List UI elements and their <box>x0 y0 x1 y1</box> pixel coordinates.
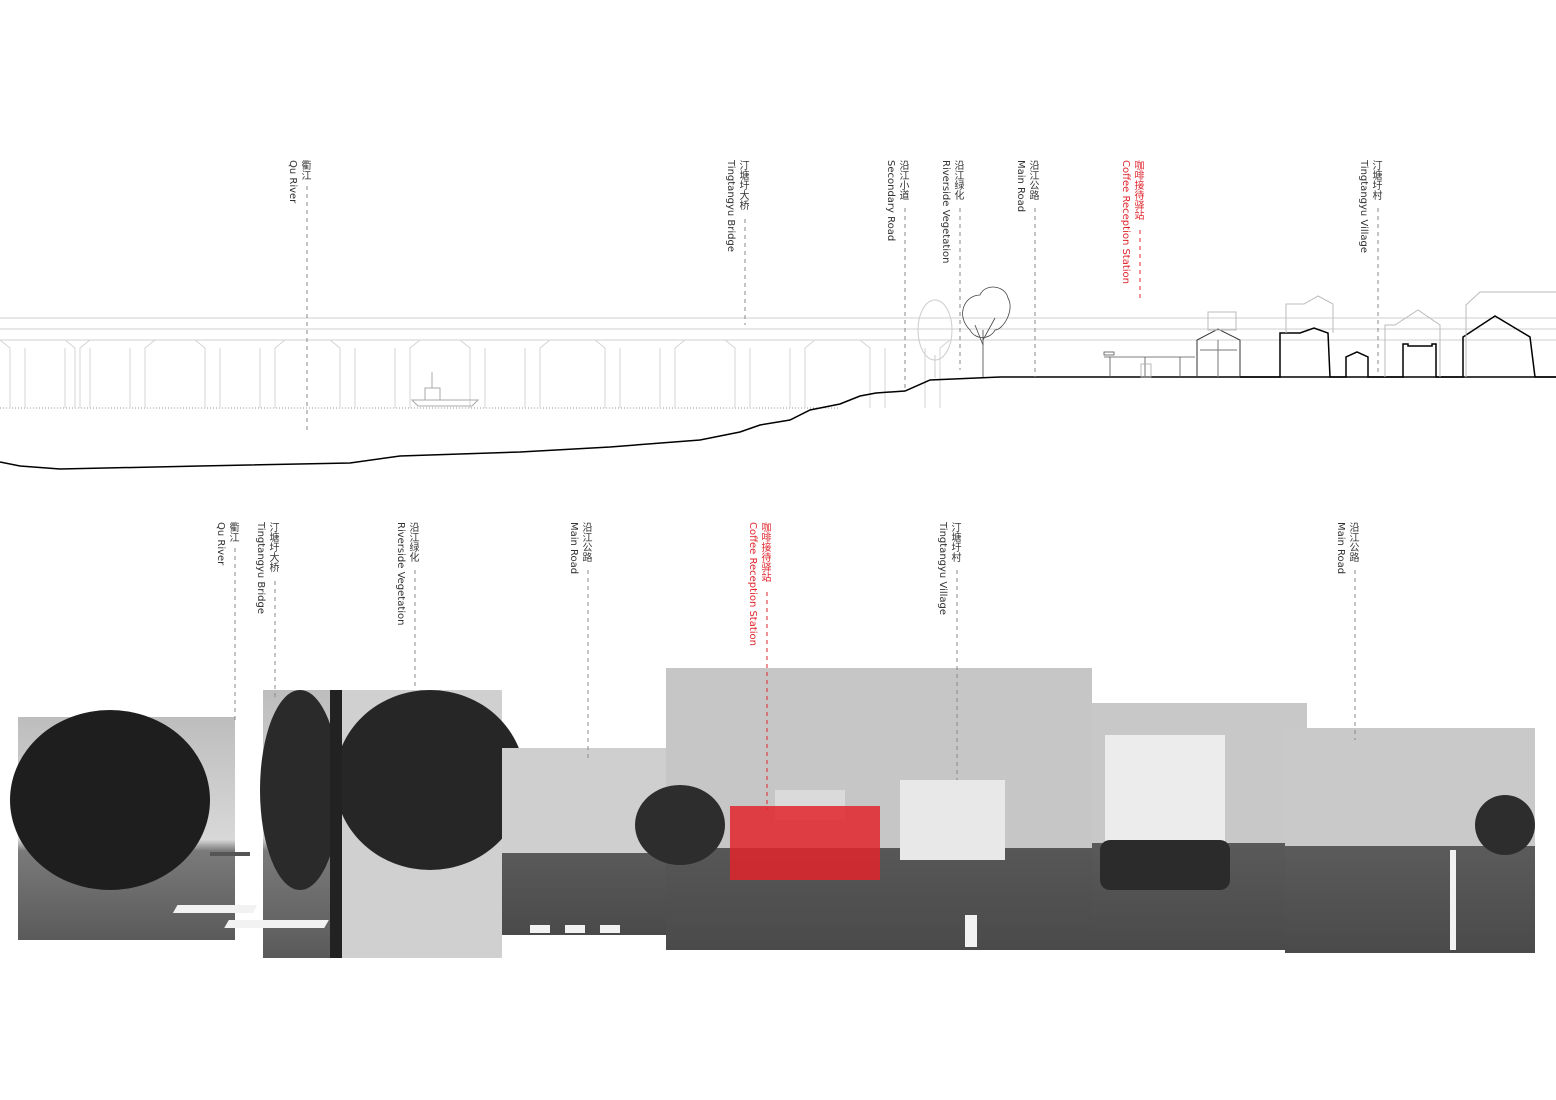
label-en: Main Road <box>1015 160 1026 213</box>
bridge-pier <box>0 339 91 408</box>
label-zh: 咖啡接待驿站 <box>1132 160 1143 220</box>
boat <box>410 372 480 407</box>
coffee-reception-building <box>1196 311 1241 377</box>
label-zh: 汀塘圩村 <box>949 522 960 562</box>
label-zh: 沿江绿化 <box>407 522 418 562</box>
village-houses <box>1240 315 1556 378</box>
label-en: Tingtangyu Bridge <box>725 160 736 253</box>
bridge-piers <box>0 339 951 408</box>
ground-profile <box>0 376 1556 470</box>
crosswalk <box>172 850 1456 950</box>
village-houses-ghost <box>1285 291 1556 377</box>
label-zh: 沿江公路 <box>1347 522 1358 562</box>
label-zh: 汀塘圩村 <box>1370 160 1381 200</box>
bridge-pier <box>459 339 551 408</box>
bridge-pier <box>194 339 286 408</box>
label-en: Secondary Road <box>885 160 896 242</box>
leader-lines <box>234 186 1379 810</box>
label-zh: 汀塘圩大桥 <box>737 160 748 210</box>
panorama-photo-collage <box>10 668 1535 958</box>
label-en: Main Road <box>568 522 579 575</box>
label-zh: 衢江 <box>227 522 238 542</box>
label-zh: 沿江绿化 <box>952 160 963 200</box>
label-en: Qu River <box>215 522 226 566</box>
bridge-pier <box>724 339 816 408</box>
label-en: Tingtangyu Village <box>937 522 948 616</box>
site-section-elevation <box>0 286 1556 470</box>
label-en: Riverside Vegetation <box>395 522 406 626</box>
bridge-pier <box>594 339 686 408</box>
bridge-pier <box>859 339 951 408</box>
label-en: Coffee Reception Station <box>747 522 758 647</box>
label-en: Main Road <box>1335 522 1346 575</box>
label-en: Coffee Reception Station <box>1120 160 1131 285</box>
label-en: Qu River <box>287 160 298 204</box>
bridge-pier <box>64 339 156 408</box>
tree-ghost <box>917 299 953 378</box>
label-zh: 汀塘圩大桥 <box>267 522 278 572</box>
coffee-station-highlight <box>730 806 880 880</box>
coffee-pavilion <box>1103 351 1195 378</box>
label-zh: 沿江公路 <box>1027 160 1038 200</box>
label-zh: 沿江小道 <box>897 160 908 200</box>
tree <box>962 286 1011 377</box>
label-en: Tingtangyu Village <box>1358 160 1369 254</box>
label-en: Tingtangyu Bridge <box>255 522 266 615</box>
label-en: Riverside Vegetation <box>940 160 951 264</box>
bridge-elevation <box>0 317 1556 409</box>
label-zh: 衢江 <box>299 160 310 180</box>
bridge-pier <box>329 339 421 408</box>
label-zh: 咖啡接待驿站 <box>759 522 770 582</box>
label-zh: 沿江公路 <box>580 522 591 562</box>
